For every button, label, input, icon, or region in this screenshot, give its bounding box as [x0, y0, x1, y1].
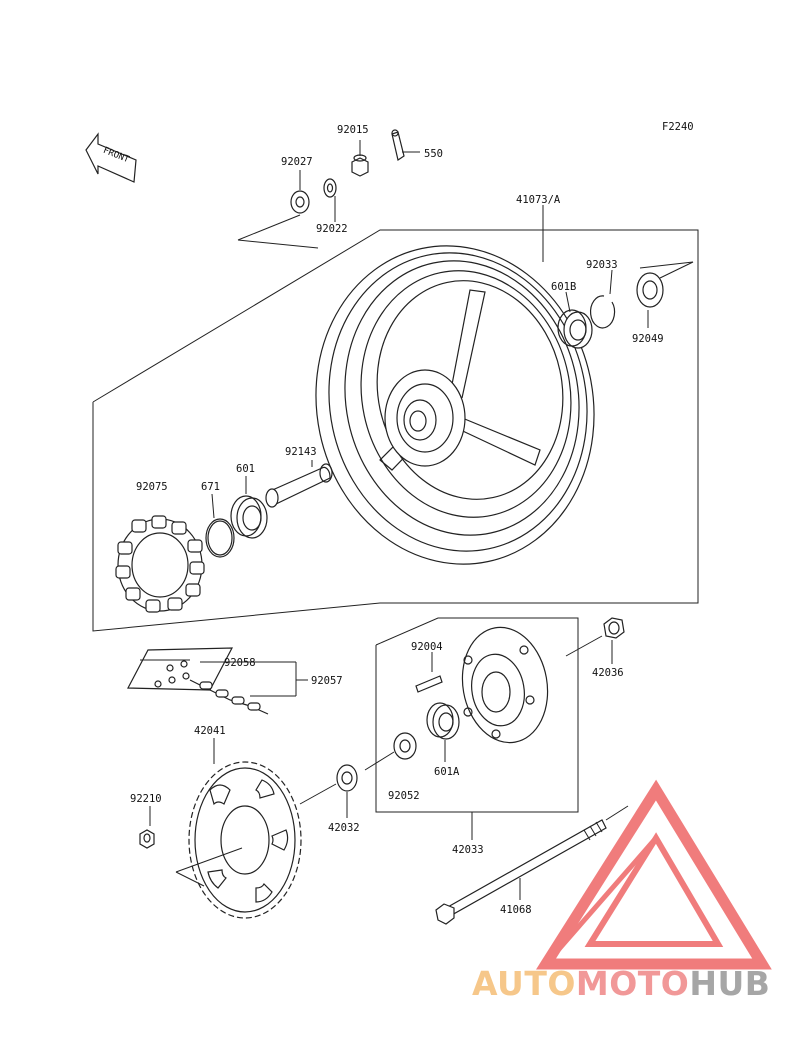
cotter-pin [391, 129, 420, 161]
label-671: 671 [201, 481, 220, 493]
label-92052: 92052 [388, 790, 420, 802]
bearing-601 [230, 476, 268, 539]
label-92033: 92033 [586, 259, 618, 271]
label-601B: 601B [551, 281, 576, 293]
label-42041: 42041 [194, 725, 226, 737]
collar-42036 [565, 617, 625, 664]
seal-92052 [364, 732, 417, 771]
drive-chain [127, 647, 308, 715]
logo-auto: AUTO [472, 964, 576, 1003]
o-ring-671 [205, 493, 235, 558]
damper-92075 [115, 515, 205, 613]
automotohub-logo: AUTOMOTOHUB [472, 779, 772, 1003]
logo-hub: HUB [689, 964, 770, 1003]
sprocket-coupling [461, 626, 549, 744]
rear-sprocket [175, 738, 302, 919]
label-92058: 92058 [224, 657, 256, 669]
label-92143: 92143 [285, 446, 317, 458]
svg-text:AUTOMOTOHUB: AUTOMOTOHUB [472, 964, 770, 1003]
bearing-601A [426, 702, 460, 762]
rear-axle [435, 805, 629, 925]
label-42036: 42036 [592, 667, 624, 679]
oil-seal-92049 [636, 261, 694, 328]
label-42032: 42032 [328, 822, 360, 834]
label-92049: 92049 [632, 333, 664, 345]
logo-triangle-icon [536, 779, 772, 970]
stud-92004 [415, 652, 443, 693]
label-92027: 92027 [281, 156, 313, 168]
label-550: 550 [424, 148, 443, 160]
label-92004: 92004 [411, 641, 443, 653]
label-92210: 92210 [130, 793, 162, 805]
label-92022: 92022 [316, 223, 348, 235]
collar-92027 [290, 170, 310, 214]
axle-nut [351, 140, 369, 177]
logo-moto: MOTO [576, 964, 689, 1003]
diagram-code: F2240 [662, 121, 694, 133]
label-92075: 92075 [136, 481, 168, 493]
hub-group-frame [375, 617, 579, 840]
label-41068: 41068 [500, 904, 532, 916]
spacer-92143 [265, 460, 333, 508]
label-42033: 42033 [452, 844, 484, 856]
circlip-92033 [589, 269, 616, 329]
rear-wheel [315, 230, 595, 565]
label-601: 601 [236, 463, 255, 475]
label-601A: 601A [434, 766, 460, 778]
front-arrow-icon: FRONT [85, 132, 137, 183]
wheel-group-frame [92, 205, 699, 632]
nut-92210 [139, 806, 155, 849]
label-92057: 92057 [311, 675, 343, 687]
collar-42032 [299, 764, 358, 818]
label-92015: 92015 [337, 124, 369, 136]
bearing-601B [557, 291, 593, 349]
label-41073A: 41073/A [516, 194, 561, 206]
washer-92022 [323, 178, 337, 222]
